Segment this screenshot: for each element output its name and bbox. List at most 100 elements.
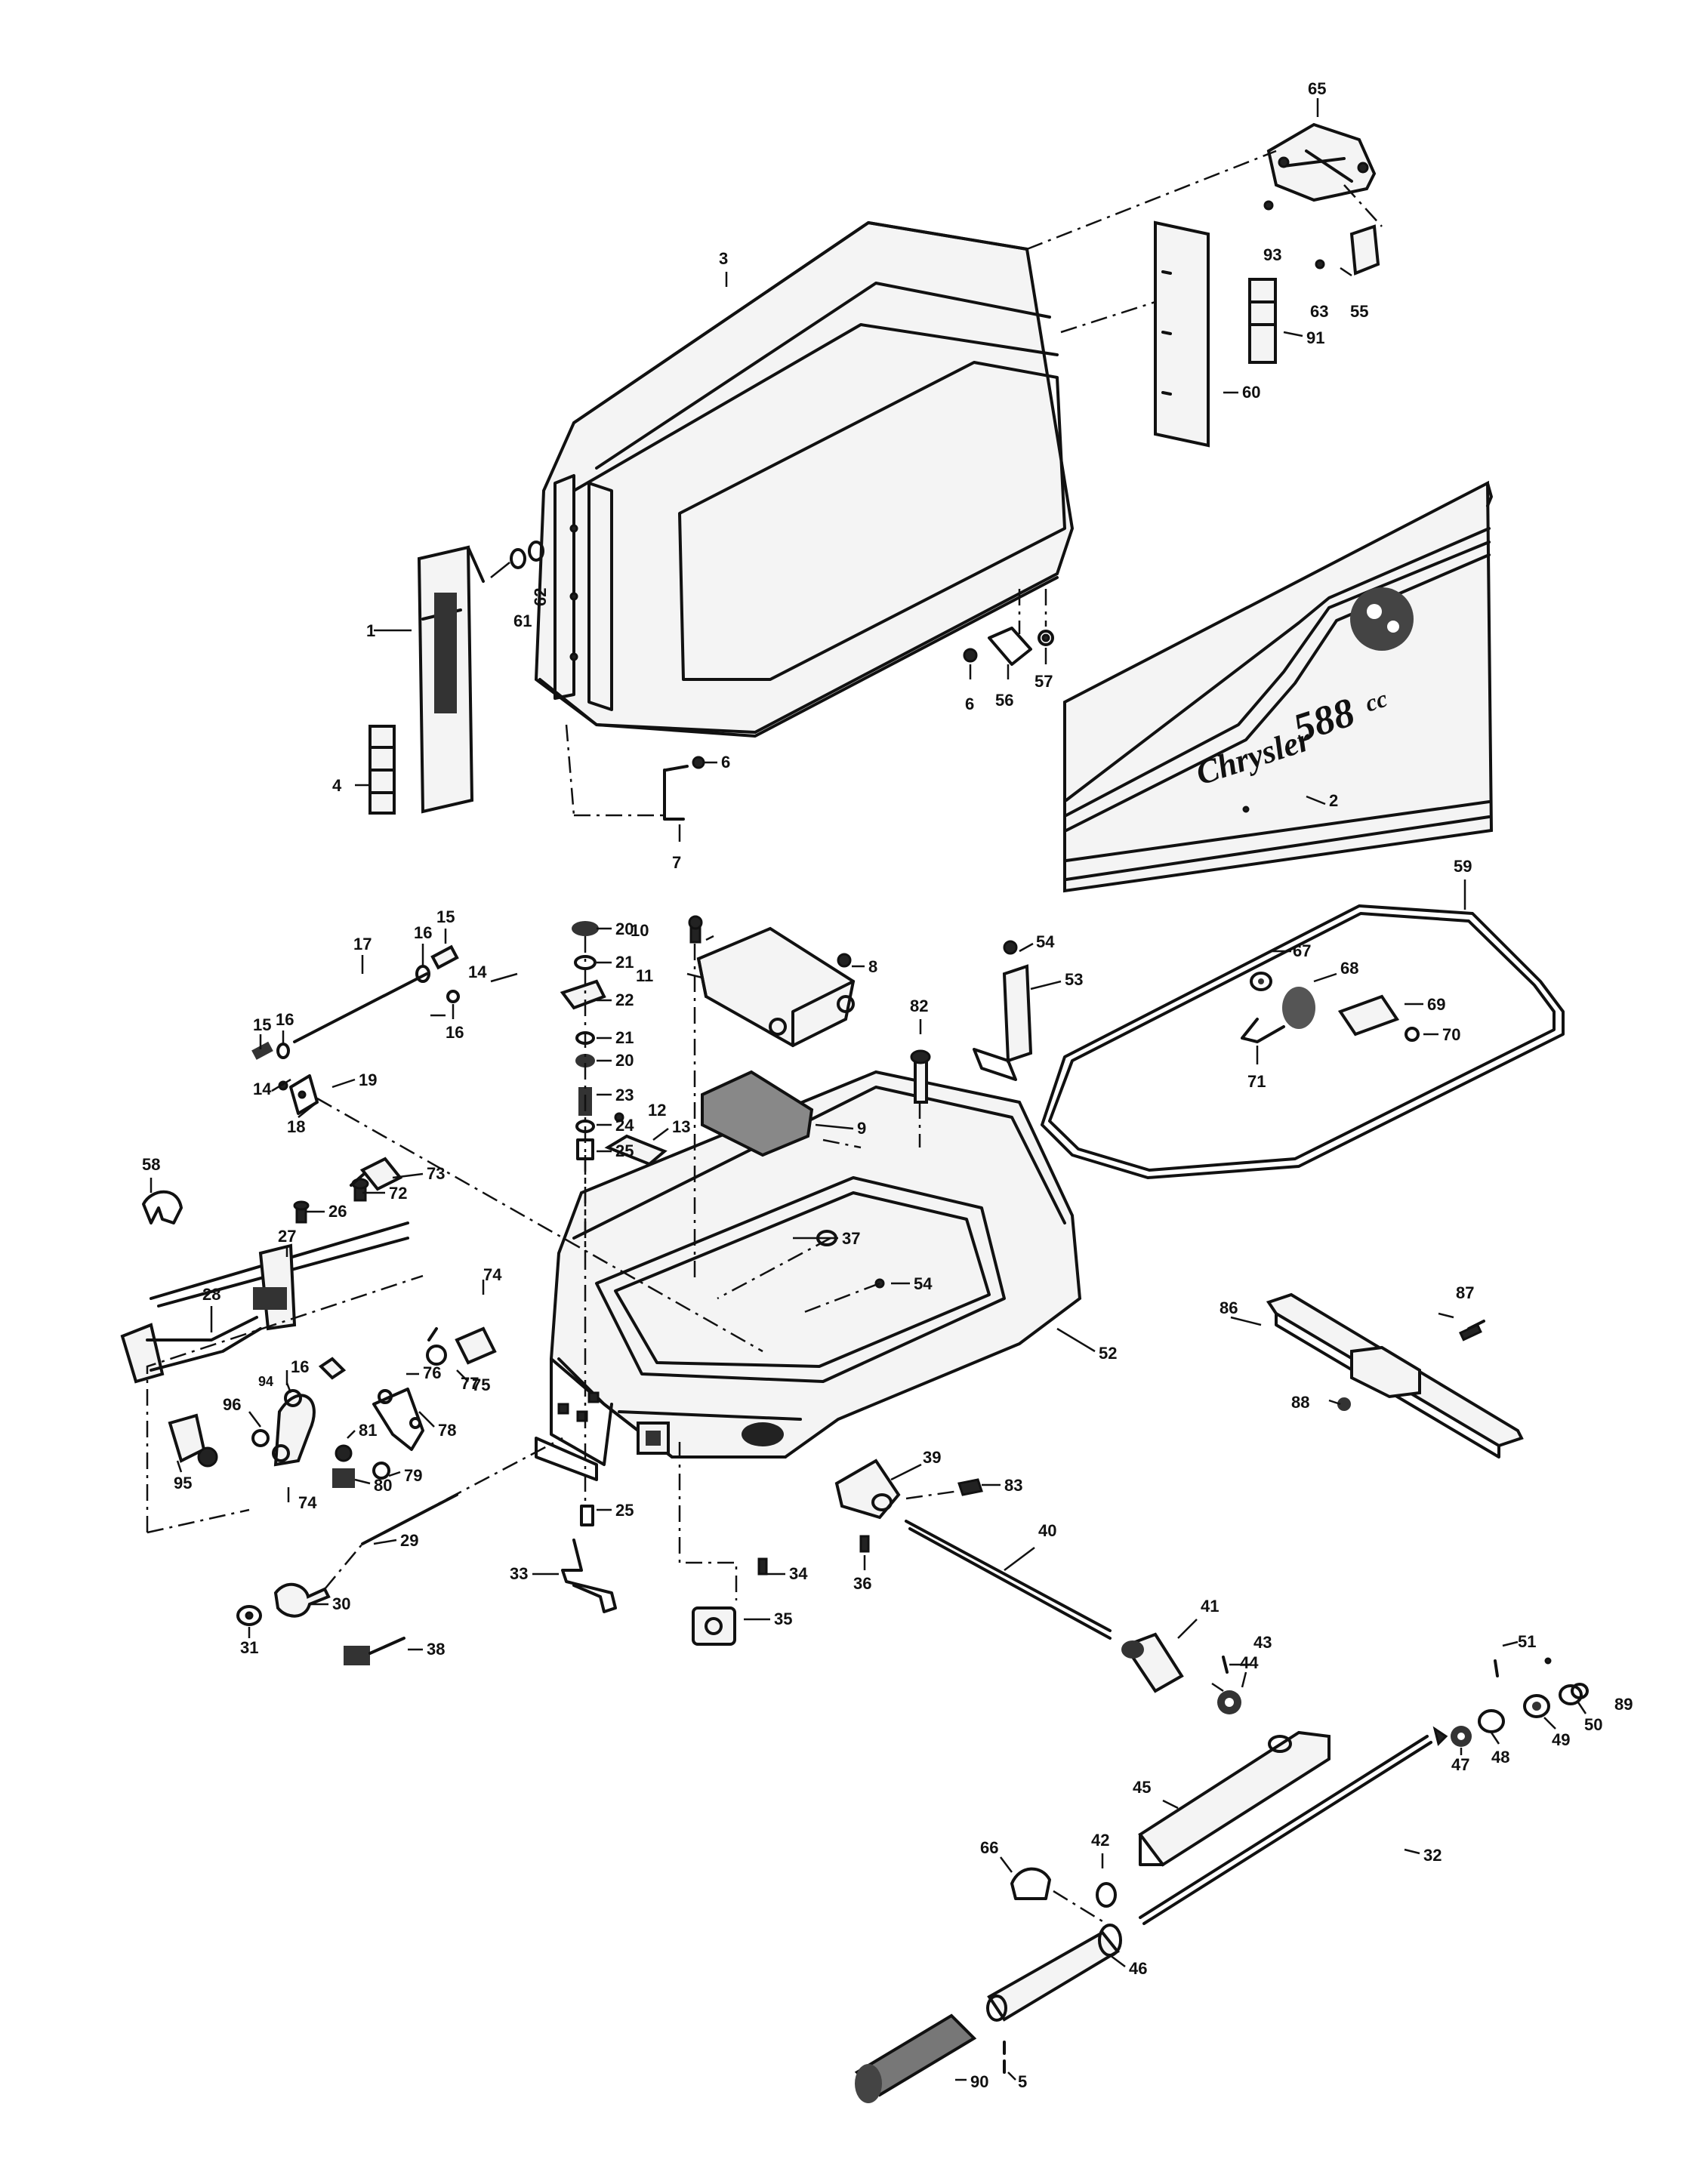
lever xyxy=(561,1539,617,1613)
callout-27: 27 xyxy=(278,1227,296,1246)
spring-parts xyxy=(1241,972,1420,1043)
callout-22: 22 xyxy=(615,990,634,1009)
callout-16-linkage: 16 xyxy=(291,1357,309,1376)
callout-50: 50 xyxy=(1584,1715,1602,1734)
side-grille xyxy=(417,545,485,814)
silencer-screws xyxy=(688,915,852,968)
callout-42: 42 xyxy=(1091,1831,1109,1850)
small-decal xyxy=(368,725,396,815)
callout-96: 96 xyxy=(223,1395,241,1414)
callout-14-lower: 14 xyxy=(253,1080,272,1098)
callout-1: 1 xyxy=(366,621,375,640)
callout-4: 4 xyxy=(332,776,342,795)
callout-58: 58 xyxy=(142,1155,160,1174)
callout-82: 82 xyxy=(910,997,928,1015)
callout-91: 91 xyxy=(1306,328,1324,347)
callout-76: 76 xyxy=(423,1363,441,1382)
callout-10: 10 xyxy=(631,921,649,940)
callout-65: 65 xyxy=(1308,79,1326,98)
callout-61: 61 xyxy=(513,611,532,630)
callout-47: 47 xyxy=(1451,1755,1469,1774)
callout-2: 2 xyxy=(1329,791,1338,810)
callout-54-top: 54 xyxy=(1036,932,1055,951)
small-decal-set xyxy=(1248,278,1277,364)
latch-bracket xyxy=(663,756,717,821)
callout-16-mid: 16 xyxy=(446,1023,464,1042)
long-shaft xyxy=(1139,1726,1448,1925)
callout-19: 19 xyxy=(359,1070,377,1089)
callout-15-lower: 15 xyxy=(253,1015,271,1034)
air-silencer-box xyxy=(696,926,856,1048)
callout-25-lower: 25 xyxy=(615,1501,634,1520)
callout-78: 78 xyxy=(438,1421,456,1440)
callout-21-upper: 21 xyxy=(615,953,634,972)
callout-13: 13 xyxy=(672,1117,690,1136)
callout-23: 23 xyxy=(615,1086,634,1104)
callout-66: 66 xyxy=(980,1838,998,1857)
clip xyxy=(142,1190,183,1224)
callout-55: 55 xyxy=(1350,302,1368,321)
callout-93: 93 xyxy=(1263,245,1281,264)
callout-80: 80 xyxy=(374,1476,392,1495)
callout-5: 5 xyxy=(1018,2072,1027,2091)
callout-57: 57 xyxy=(1035,672,1053,691)
callout-75: 75 xyxy=(472,1375,490,1394)
callout-labels: 3 1 4 61 62 6 7 6 56 57 2 60 91 93 63 55… xyxy=(142,79,1633,2091)
callout-6-rear: 6 xyxy=(965,695,974,713)
lower-pan xyxy=(535,1070,1082,1481)
callout-49: 49 xyxy=(1552,1730,1570,1749)
callout-20-upper: 20 xyxy=(615,919,634,938)
callout-81: 81 xyxy=(359,1421,377,1440)
callout-21-lower: 21 xyxy=(615,1028,634,1047)
callout-79: 79 xyxy=(404,1466,422,1485)
callout-45: 45 xyxy=(1133,1778,1151,1797)
callout-88: 88 xyxy=(1291,1393,1309,1412)
callout-17: 17 xyxy=(353,935,372,953)
tiller-handle-assembly xyxy=(120,1200,409,1384)
callout-15-upper: 15 xyxy=(436,907,455,926)
small-plate xyxy=(604,1112,668,1166)
callout-31: 31 xyxy=(240,1638,258,1657)
callout-9: 9 xyxy=(857,1119,866,1138)
callout-72: 72 xyxy=(389,1184,407,1203)
callout-30: 30 xyxy=(332,1594,350,1613)
callout-77: 77 xyxy=(461,1374,479,1393)
cross-bar xyxy=(1266,1292,1524,1459)
callout-48: 48 xyxy=(1491,1748,1509,1767)
mounting-bracket xyxy=(973,940,1033,1081)
linkage-group-outline xyxy=(146,1274,424,1534)
callout-94: 94 xyxy=(258,1374,273,1389)
callout-62: 62 xyxy=(531,588,550,606)
callout-14-upper: 14 xyxy=(468,963,487,981)
end-hardware xyxy=(1451,1657,1589,1747)
callout-86: 86 xyxy=(1220,1298,1238,1317)
callout-73: 73 xyxy=(427,1164,445,1183)
callout-28: 28 xyxy=(202,1285,220,1304)
throttle-shaft xyxy=(251,944,460,1115)
small-bracket xyxy=(1315,224,1380,276)
tiger-logo xyxy=(1350,587,1414,651)
callout-25-upper: 25 xyxy=(615,1141,634,1160)
callout-38: 38 xyxy=(427,1640,445,1659)
callout-20-lower: 20 xyxy=(615,1051,634,1070)
callout-53: 53 xyxy=(1065,970,1083,989)
engine-hood xyxy=(534,220,1075,738)
callout-34: 34 xyxy=(789,1564,808,1583)
callout-36: 36 xyxy=(853,1574,871,1593)
callout-56: 56 xyxy=(995,691,1013,710)
callout-37: 37 xyxy=(842,1229,860,1248)
callout-6-front: 6 xyxy=(721,753,730,772)
callout-71: 71 xyxy=(1247,1072,1266,1091)
callout-44: 44 xyxy=(1240,1653,1259,1672)
cowl-decal-panel: Chrysler 588 cc xyxy=(1063,480,1494,893)
stop-switch xyxy=(678,1442,768,1646)
assembly-guide-lines xyxy=(316,149,1383,1693)
callout-63: 63 xyxy=(1310,302,1328,321)
throttle-rod xyxy=(905,1520,1184,1693)
callout-8: 8 xyxy=(868,957,877,976)
callout-35: 35 xyxy=(774,1610,792,1628)
twist-grip-parts xyxy=(854,1867,1122,2103)
callout-3: 3 xyxy=(719,249,728,268)
callout-69: 69 xyxy=(1427,995,1445,1014)
